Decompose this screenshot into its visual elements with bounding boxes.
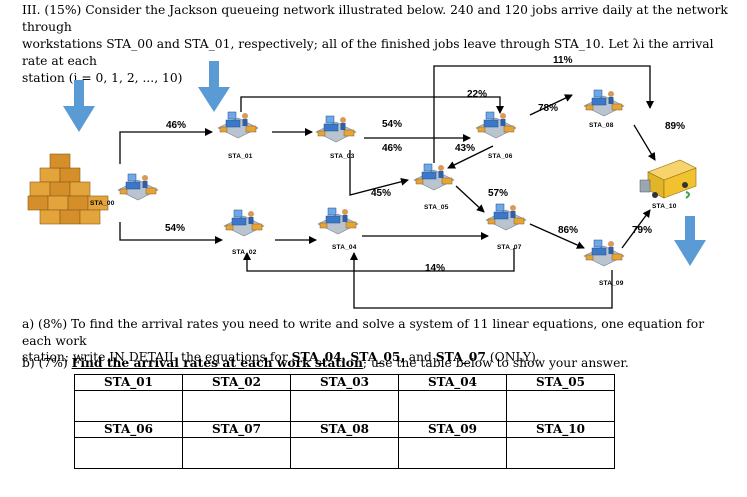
edge-03-05 bbox=[349, 150, 409, 196]
edge-05-07 bbox=[455, 185, 485, 213]
part-a-prefix: station; write IN DETAIL the equations f… bbox=[22, 350, 292, 364]
label-sta06: STA_06 bbox=[488, 153, 513, 160]
sta00-warehouse-icon bbox=[27, 153, 159, 225]
part-a-line-1: a) (8%) To find the arrival rates you ne… bbox=[22, 317, 705, 348]
pct-05-07: 57% bbox=[488, 188, 508, 199]
arrival-arrow-sta01 bbox=[198, 61, 230, 112]
header-sta08: STA_08 bbox=[290, 421, 399, 438]
label-sta07: STA_07 bbox=[497, 244, 522, 251]
edge-07-02 bbox=[243, 248, 515, 272]
label-sta02: STA_02 bbox=[232, 249, 257, 256]
sta01-icon bbox=[217, 111, 259, 139]
pct-00-02: 54% bbox=[165, 223, 185, 234]
answer-cell-sta03[interactable] bbox=[290, 390, 399, 422]
header-sta01: STA_01 bbox=[74, 374, 183, 391]
edge-09-04 bbox=[350, 252, 613, 309]
sta08-icon bbox=[583, 89, 625, 117]
sta10-truck-icon bbox=[639, 159, 697, 199]
part-a-text: a) (8%) To find the arrival rates you ne… bbox=[22, 316, 734, 366]
pct-03-05: 45% bbox=[371, 188, 391, 199]
part-a-bold-sta07: STA_07 bbox=[435, 349, 486, 364]
answer-cell-sta02[interactable] bbox=[182, 390, 291, 422]
part-b-suffix: ; use the table below to show your answe… bbox=[362, 356, 629, 370]
part-a-suffix: (ONLY). bbox=[485, 350, 540, 364]
pct-08-10: 89% bbox=[665, 121, 685, 132]
header-sta04: STA_04 bbox=[398, 374, 507, 391]
part-a-and: and bbox=[404, 350, 436, 364]
answer-cell-sta10[interactable] bbox=[506, 437, 615, 469]
pct-04-06: 11% bbox=[553, 55, 573, 66]
sta04-icon bbox=[317, 207, 359, 235]
label-sta10: STA_10 bbox=[652, 203, 677, 210]
sta09-icon bbox=[583, 239, 625, 267]
answer-cell-sta05[interactable] bbox=[506, 390, 615, 422]
label-sta04: STA_04 bbox=[332, 244, 357, 251]
sta03-icon bbox=[315, 115, 357, 143]
header-sta07: STA_07 bbox=[182, 421, 291, 438]
header-sta02: STA_02 bbox=[182, 374, 291, 391]
pct-06-05: 43% bbox=[455, 143, 475, 154]
network-edges bbox=[119, 65, 656, 309]
pct-06-08: 78% bbox=[538, 103, 558, 114]
pct-00-01: 46% bbox=[166, 120, 186, 131]
answer-cell-sta09[interactable] bbox=[398, 437, 507, 469]
header-sta05: STA_05 bbox=[506, 374, 615, 391]
part-b-text: b) (7%) Find the arrival rates at each w… bbox=[22, 355, 734, 371]
pct-07-09: 86% bbox=[558, 225, 578, 236]
sta06-icon bbox=[475, 111, 517, 139]
arrival-arrow-sta00 bbox=[63, 80, 95, 132]
label-sta03: STA_03 bbox=[330, 153, 355, 160]
departure-arrow-sta10 bbox=[674, 216, 706, 266]
label-sta05: STA_05 bbox=[424, 204, 449, 211]
answer-cell-sta01[interactable] bbox=[74, 390, 183, 422]
table-header-row-1: STA_01 STA_02 STA_03 STA_04 STA_05 bbox=[74, 374, 615, 391]
answer-cell-sta08[interactable] bbox=[290, 437, 399, 469]
edge-01-06 bbox=[240, 96, 504, 114]
network-diagram: STA_00 STA_01 STA_02 STA_03 STA_04 STA_0… bbox=[27, 55, 706, 309]
header-sta03: STA_03 bbox=[290, 374, 399, 391]
pct-09-10: 79% bbox=[632, 225, 652, 236]
table-answer-row-1 bbox=[74, 390, 615, 422]
edge-06-05 bbox=[447, 145, 494, 169]
question-line-2: workstations STA_00 and STA_01, respecti… bbox=[22, 37, 714, 68]
edge-sta08-04-return bbox=[433, 65, 654, 163]
sta02-icon bbox=[223, 209, 265, 237]
table-answer-row-2 bbox=[74, 437, 615, 469]
question-line-1: III. (15%) Consider the Jackson queueing… bbox=[22, 3, 728, 34]
answer-cell-sta07[interactable] bbox=[182, 437, 291, 469]
edge-06-08 bbox=[529, 94, 573, 116]
question-line-3: station (i = 0, 1, 2, ..., 10) bbox=[22, 71, 183, 85]
edge-00-01 bbox=[119, 128, 213, 164]
pct-01-06: 22% bbox=[467, 89, 487, 100]
pct-03-06: 46% bbox=[382, 143, 402, 154]
label-sta08: STA_08 bbox=[589, 122, 614, 129]
question-text: III. (15%) Consider the Jackson queueing… bbox=[22, 2, 734, 87]
pct-01-03: 54% bbox=[382, 119, 402, 130]
edge-08-10 bbox=[633, 124, 656, 161]
sta07-icon bbox=[485, 203, 527, 231]
edge-09-10 bbox=[621, 209, 651, 249]
label-sta00: STA_00 bbox=[90, 200, 115, 207]
table-header-row-2: STA_06 STA_07 STA_08 STA_09 STA_10 bbox=[74, 421, 615, 438]
label-sta09: STA_09 bbox=[599, 280, 624, 287]
answer-cell-sta04[interactable] bbox=[398, 390, 507, 422]
part-b-prefix: b) (7%) bbox=[22, 356, 72, 370]
part-b-bold: Find the arrival rates at each work stat… bbox=[71, 355, 363, 370]
answer-table: STA_01 STA_02 STA_03 STA_04 STA_05 STA_0… bbox=[74, 374, 615, 469]
part-a-bold-stations: STA_04, STA_05, bbox=[291, 349, 405, 364]
answer-cell-sta06[interactable] bbox=[74, 437, 183, 469]
pct-09-04: 14% bbox=[425, 263, 445, 274]
header-sta09: STA_09 bbox=[398, 421, 507, 438]
header-sta10: STA_10 bbox=[506, 421, 615, 438]
label-sta01: STA_01 bbox=[228, 153, 253, 160]
edge-07-09 bbox=[529, 223, 585, 249]
part-a-line-2: station; write IN DETAIL the equations f… bbox=[22, 349, 734, 366]
edge-00-02 bbox=[119, 222, 223, 244]
header-sta06: STA_06 bbox=[74, 421, 183, 438]
